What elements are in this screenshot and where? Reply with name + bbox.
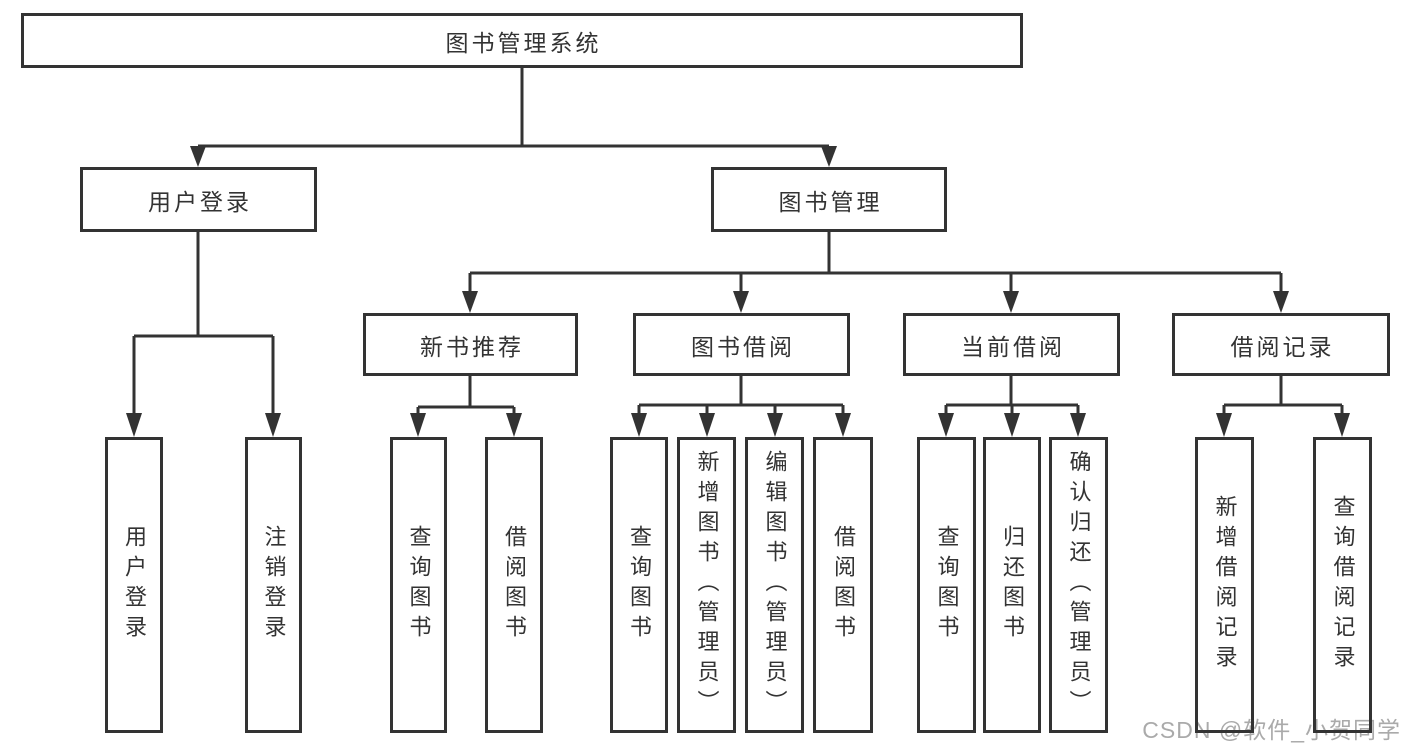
node-label: 查询借阅记录 [1330, 495, 1356, 675]
node-label: 借阅图书 [502, 525, 527, 645]
leaf-return-book: 归还图书 [983, 437, 1041, 733]
leaf-query-borrow-record: 查询借阅记录 [1313, 437, 1372, 733]
leaf-query-books-borrow: 查询图书 [610, 437, 668, 733]
leaf-user-login: 用户登录 [105, 437, 163, 733]
arrowheads [126, 146, 1350, 437]
node-label: 新增图书（管理员） [694, 450, 720, 720]
node-label: 归还图书 [1000, 525, 1025, 645]
node-label: 借阅图书 [831, 525, 856, 645]
leaf-query-books-recommend: 查询图书 [390, 437, 447, 733]
node-label: 借阅记录 [1230, 333, 1335, 360]
node-label: 查询图书 [406, 525, 432, 645]
node-current-borrow: 当前借阅 [903, 313, 1120, 376]
node-user-login: 用户登录 [80, 167, 317, 232]
node-label: 当前借阅 [961, 333, 1065, 360]
node-library-management-system: 图书管理系统 [21, 13, 1023, 68]
node-label: 确认归还（管理员） [1066, 450, 1092, 720]
node-label: 用户登录 [122, 525, 147, 645]
leaf-logout: 注销登录 [245, 437, 302, 733]
node-label: 图书管理系统 [445, 29, 602, 56]
leaf-add-borrow-record: 新增借阅记录 [1195, 437, 1254, 733]
node-book-management: 图书管理 [711, 167, 947, 232]
node-label: 用户登录 [148, 188, 252, 215]
leaf-borrow-books-recommend: 借阅图书 [485, 437, 543, 733]
node-label: 编辑图书（管理员） [762, 450, 788, 720]
node-label: 查询图书 [934, 525, 960, 645]
node-label: 注销登录 [261, 525, 287, 645]
leaf-edit-book-admin: 编辑图书（管理员） [745, 437, 804, 733]
leaf-add-book-admin: 新增图书（管理员） [677, 437, 736, 733]
node-book-borrow: 图书借阅 [633, 313, 850, 376]
node-label: 新书推荐 [420, 333, 524, 360]
node-label: 图书管理 [778, 188, 883, 215]
node-label: 查询图书 [627, 525, 652, 645]
leaf-confirm-return-admin: 确认归还（管理员） [1049, 437, 1108, 733]
node-label: 新增借阅记录 [1212, 495, 1238, 675]
leaf-borrow-books: 借阅图书 [813, 437, 873, 733]
node-new-book-recommend: 新书推荐 [363, 313, 578, 376]
node-label: 图书借阅 [691, 333, 795, 360]
leaf-query-books-current: 查询图书 [917, 437, 976, 733]
node-borrow-records: 借阅记录 [1172, 313, 1390, 376]
